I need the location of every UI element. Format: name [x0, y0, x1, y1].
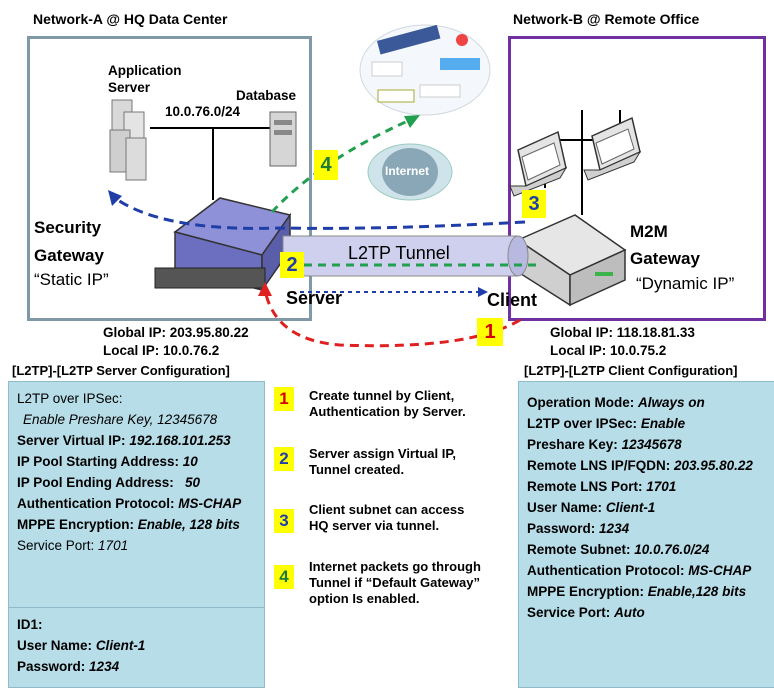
- blue-dashed-path: [111, 194, 526, 230]
- l2tp-tunnel-shape: [282, 235, 529, 277]
- security-gateway-device-icon: [154, 197, 292, 293]
- client-row: Remote Subnet: 10.0.76.0/24: [527, 542, 710, 557]
- client-row: Preshare Key: 12345678: [527, 437, 682, 452]
- id-title: ID1:: [17, 617, 43, 632]
- client-row: User Name: Client-1: [527, 500, 656, 515]
- static-ip-label: “Static IP”: [34, 270, 109, 289]
- social-logos-cloud-icon: [359, 24, 491, 116]
- step-4-badge: 4: [314, 150, 338, 180]
- network-a-title: Network-A @ HQ Data Center: [33, 11, 228, 27]
- client-row: Password: 1234: [527, 521, 630, 536]
- network-b-box: [508, 36, 766, 321]
- legend-badge-1: 1: [274, 387, 294, 411]
- network-b-title: Network-B @ Remote Office: [513, 11, 700, 27]
- server-role-label: Server: [286, 288, 343, 308]
- step-2-badge: 2: [280, 252, 304, 278]
- step-3-badge: 3: [522, 190, 546, 218]
- m2m-gateway-device-icon: [516, 214, 627, 307]
- dynamic-ip-label: “Dynamic IP”: [636, 274, 735, 293]
- internet-globe-icon: [367, 143, 453, 201]
- id-pass: Password: 1234: [17, 659, 120, 674]
- client-config-panel: Operation Mode: Always on L2TP over IPSe…: [518, 381, 774, 688]
- client-row: Service Port: Auto: [527, 605, 645, 620]
- laptop-right-icon: [583, 116, 642, 181]
- client-role-label: Client: [487, 290, 538, 310]
- database-label: Database: [236, 88, 297, 103]
- database-server-icon: [269, 111, 297, 167]
- laptop-left-icon: [509, 130, 568, 197]
- server-row: IP Pool Ending Address: 50: [17, 475, 201, 490]
- client-row: Remote LNS Port: 1701: [527, 479, 677, 494]
- server-preshare: Enable Preshare Key, 12345678: [23, 412, 218, 427]
- client-row: Operation Mode: Always on: [527, 395, 705, 410]
- server-row: IP Pool Starting Address: 10: [17, 454, 198, 469]
- tunnel-label: L2TP Tunnel: [348, 243, 450, 263]
- legend-badge-2: 2: [274, 447, 294, 471]
- internet-label: Internet: [385, 164, 430, 178]
- client-row: Authentication Protocol: MS-CHAP: [527, 563, 752, 578]
- server-id-panel: ID1: User Name: Client-1 Password: 1234: [8, 608, 265, 688]
- server-row: Authentication Protocol: MS-CHAP: [17, 496, 242, 511]
- id-user: User Name: Client-1: [17, 638, 146, 653]
- legend-badge-4: 4: [274, 565, 294, 589]
- subnet-a-label: 10.0.76.0/24: [165, 104, 241, 119]
- server-config-panel: L2TP over IPSec: Enable Preshare Key, 12…: [8, 381, 265, 608]
- server-l2tp-ipsec: L2TP over IPSec:: [17, 391, 123, 406]
- legend-step-1: Create tunnel by Client,Authentication b…: [309, 388, 466, 419]
- client-config-title: [L2TP]-[L2TP Client Configuration]: [524, 363, 738, 378]
- server-row: MPPE Encryption: Enable, 128 bits: [17, 517, 240, 532]
- application-server-icon: [109, 99, 147, 181]
- client-row: MPPE Encryption: Enable,128 bits: [527, 584, 747, 599]
- legend-step-2: Server assign Virtual IP,Tunnel created.: [309, 446, 456, 477]
- client-row: Remote LNS IP/FQDN: 203.95.80.22: [527, 458, 753, 473]
- legend-badge-3: 3: [274, 509, 294, 533]
- topology-diagram: [108, 24, 642, 348]
- client-row: L2TP over IPSec: Enable: [527, 416, 686, 431]
- server-config-title: [L2TP]-[L2TP Server Configuration]: [12, 363, 230, 378]
- server-row: Server Virtual IP: 192.168.101.253: [17, 433, 231, 448]
- network-a-box: [27, 36, 312, 321]
- server-service-port: Service Port: 1701: [17, 538, 129, 553]
- step-1-badge: 1: [477, 318, 503, 346]
